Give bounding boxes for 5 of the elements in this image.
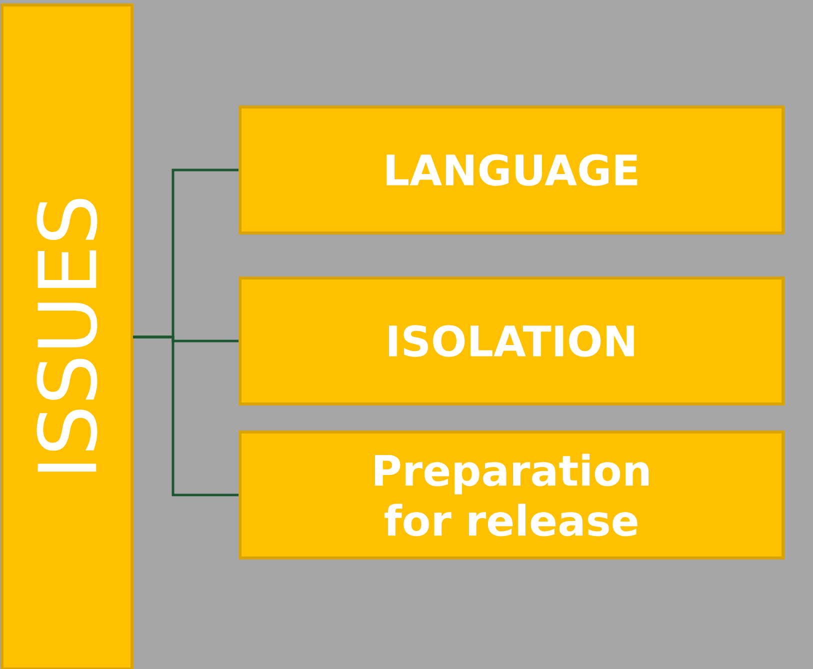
title-bar: ISSUES	[0, 4, 134, 669]
topic-box: Preparation for release	[238, 430, 785, 560]
topic-box: ISOLATION	[238, 276, 785, 406]
topic-box: LANGUAGE	[238, 106, 785, 234]
connector-line	[133, 336, 238, 496]
